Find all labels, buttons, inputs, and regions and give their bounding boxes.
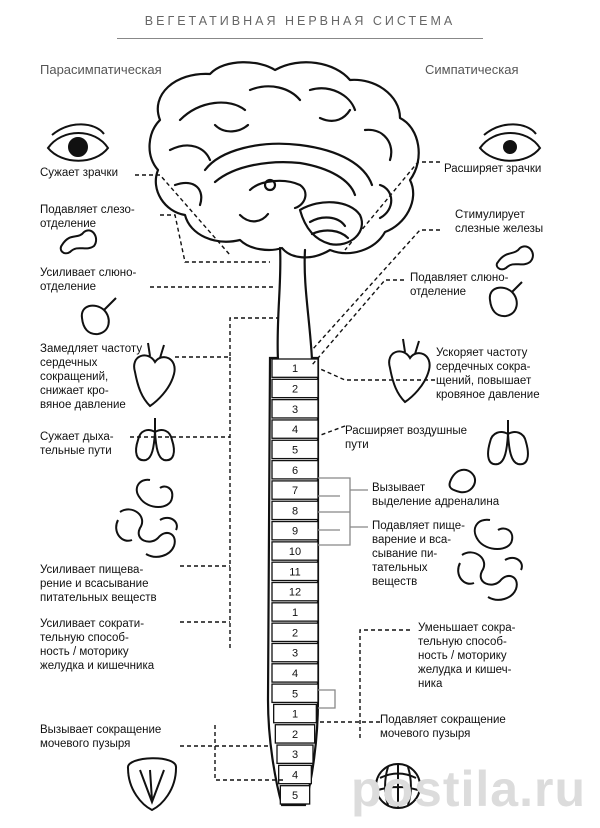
title-rule bbox=[117, 38, 483, 39]
digestive-system-icon bbox=[115, 478, 178, 558]
brain-icon bbox=[148, 61, 420, 259]
heart-icon bbox=[388, 338, 431, 404]
vertebra-number: 1 bbox=[292, 709, 298, 721]
label-inhibits-digestion: Подавляет пище- варение и вса- сывание п… bbox=[372, 520, 465, 588]
vertebra-box bbox=[271, 642, 319, 663]
sympathetic-heading: Симпатическая bbox=[425, 62, 519, 77]
vertebra-number: 3 bbox=[292, 749, 298, 761]
vertebra-box bbox=[271, 541, 319, 561]
label-stimulates-saliva: Усиливает слюно- отделение bbox=[40, 267, 137, 293]
adrenal-gland-icon bbox=[448, 468, 476, 494]
vertebra-box bbox=[271, 480, 319, 500]
label-accelerates-heart: Ускоряет частоту сердечных сокра- щений,… bbox=[436, 347, 540, 401]
bladder-icon bbox=[375, 763, 421, 809]
spinal-cord-icon bbox=[266, 246, 320, 807]
bladder-icon bbox=[127, 757, 177, 812]
vertebra-number: 5 bbox=[292, 790, 298, 802]
label-stimulates-tears: Стимулирует слезные железы bbox=[455, 209, 544, 235]
page-title: ВЕГЕТАТИВНАЯ НЕРВНАЯ СИСТЕМА bbox=[144, 14, 456, 28]
salivary-gland-icon bbox=[80, 297, 117, 336]
label-dilates-airways: Расширяет воздушные пути bbox=[345, 425, 468, 451]
vertebra-number: 3 bbox=[292, 648, 298, 660]
vertebra-box bbox=[274, 724, 316, 744]
digestive-system-icon bbox=[457, 518, 523, 601]
vertebra-number: 5 bbox=[292, 688, 298, 700]
vertebra-box bbox=[273, 703, 317, 724]
label-slows-heart: Замедляет частоту сердечных сокращений, … bbox=[40, 343, 143, 411]
vertebra-box bbox=[271, 561, 319, 582]
vertebra-box bbox=[271, 602, 319, 622]
vertebra-number: 5 bbox=[292, 444, 298, 456]
vertebra-box bbox=[271, 378, 319, 399]
vertebra-box bbox=[271, 622, 319, 643]
label-inhibits-tears: Подавляет слезо- отделение bbox=[40, 204, 135, 230]
vertebra-box bbox=[271, 581, 319, 602]
vertebra-number: 11 bbox=[289, 566, 300, 578]
vertebra-box bbox=[271, 419, 319, 439]
vertebra-number: 2 bbox=[292, 383, 298, 395]
vertebra-number: 2 bbox=[292, 729, 298, 741]
vertebra-box bbox=[271, 459, 319, 480]
vertebra-number: 1 bbox=[292, 363, 298, 375]
vertebra-number: 6 bbox=[292, 465, 298, 477]
vertebra-number: 7 bbox=[292, 485, 298, 497]
eye-icon bbox=[46, 123, 110, 162]
vertebra-box bbox=[276, 744, 314, 765]
label-stimulates-digestion: Усиливает пищева- рение и всасывание пит… bbox=[40, 564, 157, 604]
label-relaxes-bladder: Подавляет сокращение мочевого пузыря bbox=[380, 714, 506, 740]
vertebra-box bbox=[271, 683, 319, 704]
vertebra-box bbox=[278, 764, 312, 785]
vertebra-number: 4 bbox=[292, 668, 298, 680]
heart-icon bbox=[133, 342, 176, 408]
lacrimal-gland-icon bbox=[59, 229, 98, 255]
vertebra-box bbox=[271, 663, 319, 683]
label-dilates-pupils: Расширяет зрачки bbox=[444, 163, 542, 175]
label-inhibits-saliva: Подавляет слюно- отделение bbox=[410, 272, 509, 298]
lungs-icon bbox=[487, 420, 529, 466]
vertebra-number: 3 bbox=[292, 404, 298, 416]
vertebra-box bbox=[271, 500, 319, 521]
vertebra-box bbox=[271, 439, 319, 460]
vertebra-number: 1 bbox=[292, 607, 298, 619]
vertebra-number: 4 bbox=[292, 424, 298, 436]
eye-icon bbox=[478, 123, 542, 162]
vertebra-number: 12 bbox=[289, 587, 301, 599]
salivary-gland-icon bbox=[488, 281, 523, 318]
label-inhibits-motility: Уменьшает сокра- тельную способ- ность /… bbox=[418, 622, 516, 690]
vertebra-number: 2 bbox=[292, 627, 298, 639]
connector-lines bbox=[130, 161, 440, 781]
sympathetic-brackets bbox=[318, 477, 368, 709]
vertebra-number: 8 bbox=[292, 505, 298, 517]
vertebra-number: 4 bbox=[292, 770, 298, 782]
watermark: postila.ru bbox=[350, 761, 586, 817]
lungs-icon bbox=[135, 418, 175, 462]
label-adrenaline: Вызывает выделение адреналина bbox=[372, 482, 500, 508]
label-contracts-bladder: Вызывает сокращение мочевого пузыря bbox=[40, 724, 162, 750]
vertebra-box bbox=[279, 785, 311, 805]
lacrimal-gland-icon bbox=[495, 245, 534, 271]
label-constricts-pupils: Сужает зрачки bbox=[40, 167, 119, 179]
vertebra-number: 10 bbox=[289, 546, 301, 558]
vertebra-number: 9 bbox=[292, 526, 298, 538]
label-stimulates-motility: Усиливает сократи- тельную способ- ность… bbox=[40, 618, 155, 672]
vertebra-box bbox=[271, 398, 319, 419]
label-constricts-airways: Сужает дыха- тельные пути bbox=[40, 431, 114, 457]
vertebra-box bbox=[271, 520, 319, 541]
parasympathetic-heading: Парасимпатическая bbox=[40, 62, 162, 77]
